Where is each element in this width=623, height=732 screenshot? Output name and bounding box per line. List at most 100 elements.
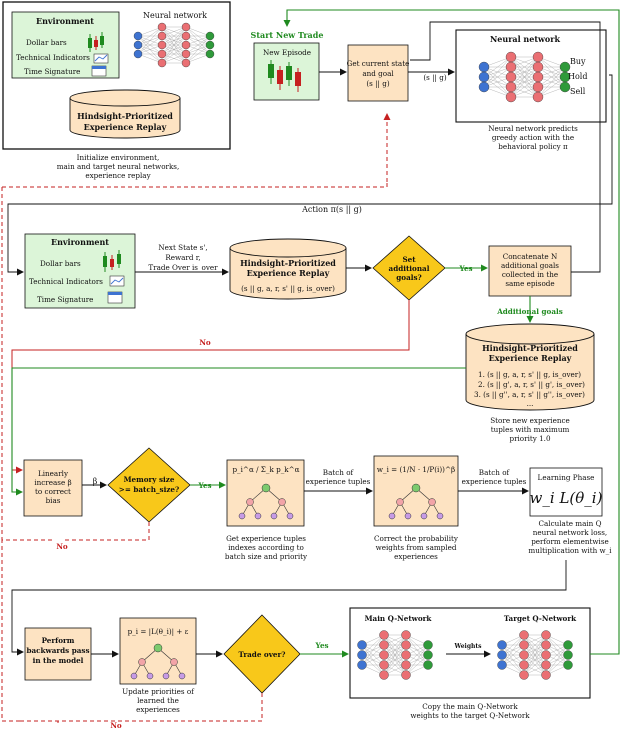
nn-node xyxy=(532,71,544,83)
backward-line-3: in the model xyxy=(33,656,84,665)
batch-label-2b: experience tuples xyxy=(462,477,527,486)
nn-node xyxy=(423,640,433,650)
batch-label-1b: experience tuples xyxy=(306,477,371,486)
nn-node xyxy=(205,40,215,50)
env-mid-item-2: Technical Indicators xyxy=(29,277,103,286)
nn-edge xyxy=(137,44,163,55)
qnet-target-title: Target Q-Network xyxy=(504,614,577,623)
action-hold: Hold xyxy=(568,72,587,81)
trade-over-label: Trade over? xyxy=(239,650,286,659)
nn-node xyxy=(478,71,490,83)
nn-edge xyxy=(545,644,569,666)
nn-edge xyxy=(501,634,525,656)
learning-box xyxy=(529,467,603,517)
nn-edge xyxy=(161,26,187,55)
nn-node xyxy=(541,670,551,680)
nn-node xyxy=(357,650,367,660)
nn-edge xyxy=(510,66,539,98)
nn-node xyxy=(519,630,529,640)
env-out-line-2: Reward r, xyxy=(165,253,200,262)
weights-caption-3: experiences xyxy=(394,552,438,561)
start-trade-label: Start New Trade xyxy=(251,30,324,40)
replay-right-cylinder xyxy=(465,323,595,411)
nn-node xyxy=(379,640,389,650)
calendar-icon xyxy=(91,65,107,77)
get-state-line-2: and goal xyxy=(362,69,394,78)
nn-node xyxy=(133,49,143,59)
nn-edge xyxy=(361,644,385,666)
beta-box xyxy=(23,459,83,517)
nn-node xyxy=(379,650,389,660)
nn-right-caption-3: behavioral policy π xyxy=(498,142,568,151)
nn-node xyxy=(379,630,389,640)
nn-node xyxy=(478,81,490,93)
nn-edge xyxy=(510,56,539,88)
nn-edge xyxy=(510,76,539,98)
weights-caption-2: weights from sampled xyxy=(376,543,457,552)
nn-node xyxy=(401,630,411,640)
replay-right-title2: Experience Replay xyxy=(489,353,572,363)
nn-edge xyxy=(383,634,407,666)
beta-arrow-label: β xyxy=(93,477,98,486)
learning-title: Learning Phase xyxy=(538,473,595,482)
nn-node xyxy=(541,630,551,640)
target-q-network-icon xyxy=(497,630,573,680)
nn-node xyxy=(559,61,571,73)
nn-node xyxy=(181,58,191,68)
env-top-item-1: Dollar bars xyxy=(26,38,67,47)
nn-edge xyxy=(483,56,512,78)
concat-line-2: additional goals xyxy=(501,261,559,270)
nn-node xyxy=(181,40,191,50)
sample-caption-3: batch size and priority xyxy=(225,552,308,561)
nn-node xyxy=(505,61,517,73)
new-episode-label: New Episode xyxy=(263,48,311,57)
nn-node xyxy=(532,91,544,103)
concat-line-4: same episode xyxy=(505,279,554,288)
nn-node xyxy=(519,650,529,660)
nn-node xyxy=(205,49,215,59)
nn-edge xyxy=(523,654,547,676)
nn-edge xyxy=(545,644,569,676)
env-mid-item-1: Dollar bars xyxy=(40,259,81,268)
learning-caption-4: multiplication with w_i xyxy=(528,546,612,555)
weights-formula: w_i = (1/N · 1/P(i))^β xyxy=(377,465,455,474)
nn-node xyxy=(505,51,517,63)
nn-edge xyxy=(523,634,547,656)
replay-mid-title2: Experience Replay xyxy=(247,268,330,278)
nn-edge xyxy=(361,634,385,666)
chart-icon-mid xyxy=(109,275,125,287)
nn-edge xyxy=(137,26,163,46)
set-goals-no: No xyxy=(199,338,211,347)
nn-node xyxy=(497,640,507,650)
replay-right-title: Hindsight-Prioritized xyxy=(482,343,578,353)
nn-node xyxy=(181,49,191,59)
nn-edge xyxy=(161,44,187,64)
nn-node xyxy=(423,660,433,670)
nn-edge xyxy=(185,26,211,37)
replay-mid-cylinder xyxy=(229,238,347,300)
nn-edge xyxy=(510,56,539,78)
nn-edge xyxy=(405,654,429,676)
nn-edge xyxy=(383,634,407,676)
nn-node xyxy=(401,650,411,660)
env-top-title: Environment xyxy=(36,16,94,26)
learning-caption-2: neural network loss, xyxy=(533,528,607,537)
nn-edge xyxy=(383,634,407,656)
nn-node xyxy=(205,31,215,41)
episode-candles-icon xyxy=(268,60,301,92)
qnet-caption-2: weights to the target Q-Network xyxy=(410,711,530,720)
nn-node xyxy=(497,650,507,660)
nn-edge xyxy=(383,654,407,676)
calendar-icon-mid xyxy=(107,291,123,304)
nn-right-caption-1: Neural network predicts xyxy=(488,124,578,133)
nn-edge xyxy=(405,644,429,676)
nn-node xyxy=(519,640,529,650)
nn-node xyxy=(401,660,411,670)
action-label: Action π(s || g) xyxy=(301,205,362,214)
nn-edge xyxy=(501,634,525,666)
nn-node xyxy=(423,650,433,660)
update-caption-1: Update priorities of xyxy=(122,687,195,696)
nn-node xyxy=(357,660,367,670)
learning-caption-3: perform elementwise xyxy=(531,537,609,546)
nn-edge xyxy=(137,53,163,64)
